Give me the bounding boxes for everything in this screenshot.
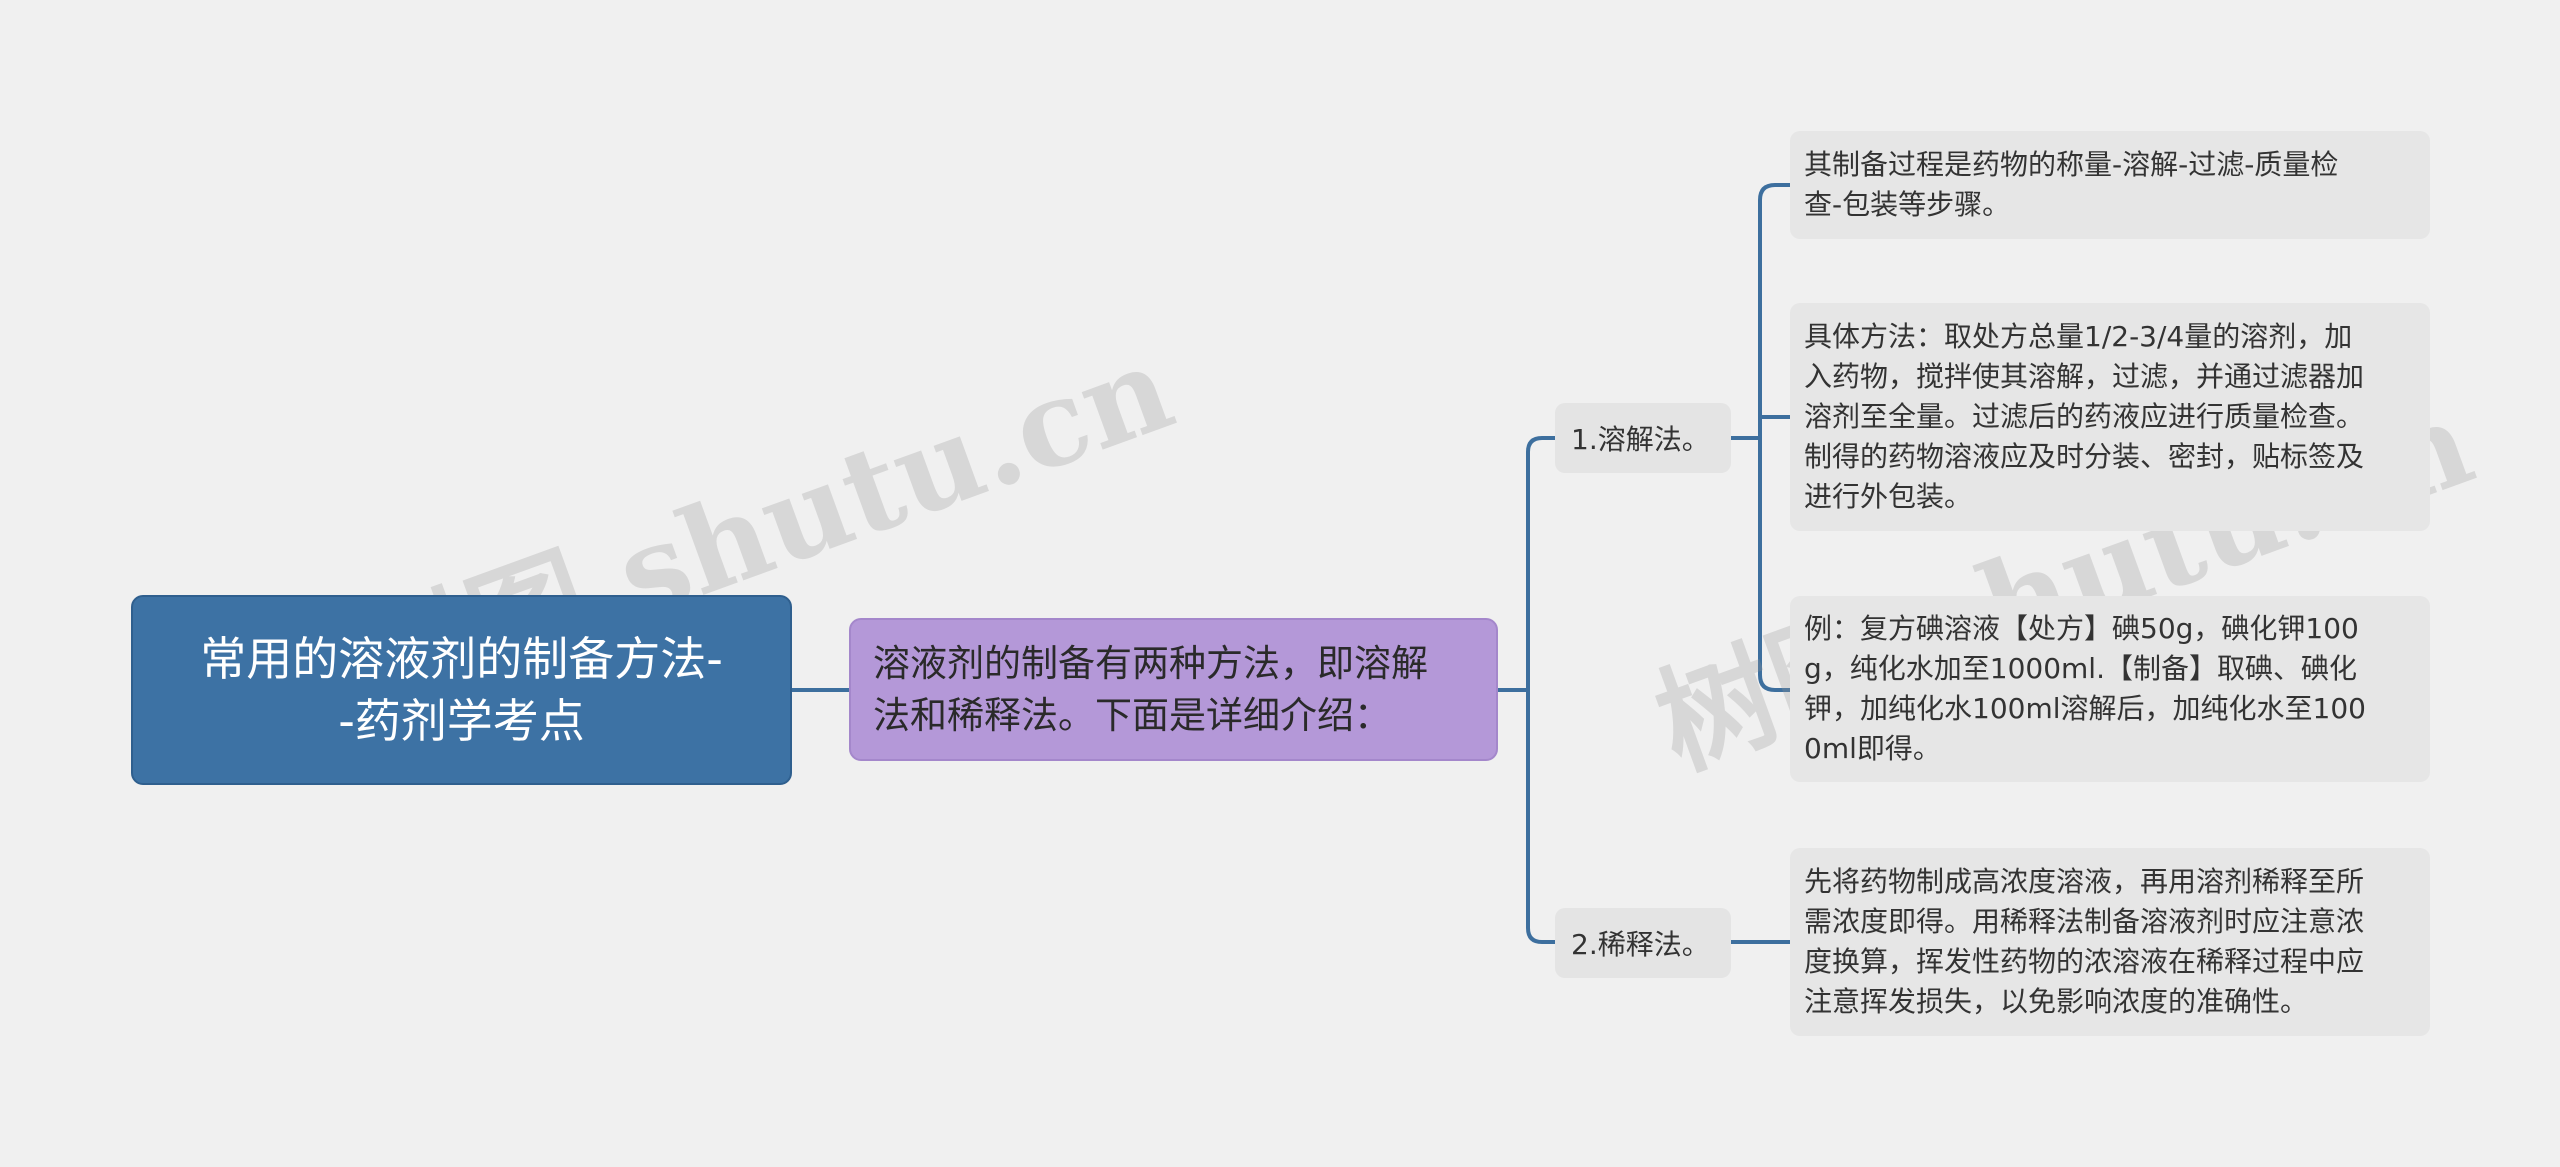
connector-branch1-leaves (1729, 183, 1792, 692)
intro-line: 法和稀释法。下面是详细介绍： (873, 693, 1391, 737)
leaf-line: 先将药物制成高浓度溶液，再用溶剂稀释至所 (1804, 865, 2365, 898)
leaf-line: 具体方法：取处方总量1/2-3/4量的溶剂，加 (1804, 320, 2353, 353)
leaf-node-example[interactable]: 例：复方碘溶液【处方】碘50g，碘化钾100 g，纯化水加至1000ml.【制备… (1790, 596, 2430, 782)
root-topic-line: -药剂学考点 (338, 694, 585, 748)
branch-label: 2.稀释法。 (1571, 928, 1710, 961)
intro-line: 溶液剂的制备有两种方法，即溶解 (873, 641, 1428, 685)
branch-node-dissolution[interactable]: 1.溶解法。 (1555, 403, 1731, 473)
leaf-line: g，纯化水加至1000ml.【制备】取碘、碘化 (1804, 652, 2357, 685)
leaf-node-process[interactable]: 其制备过程是药物的称量-溶解-过滤-质量检 查-包装等步骤。 (1790, 131, 2430, 239)
leaf-line: 其制备过程是药物的称量-溶解-过滤-质量检 (1804, 148, 2339, 181)
leaf-line: 钾，加纯化水100ml溶解后，加纯化水至100 (1804, 692, 2366, 725)
leaf-line: 需浓度即得。用稀释法制备溶液剂时应注意浓 (1804, 905, 2365, 938)
intro-node[interactable]: 溶液剂的制备有两种方法，即溶解 法和稀释法。下面是详细介绍： (849, 618, 1498, 761)
leaf-line: 进行外包装。 (1804, 480, 1973, 513)
branch-node-dilution[interactable]: 2.稀释法。 (1555, 908, 1731, 978)
leaf-line: 入药物，搅拌使其溶解，过滤，并通过滤器加 (1804, 360, 2365, 393)
leaf-node-method[interactable]: 具体方法：取处方总量1/2-3/4量的溶剂，加 入药物，搅拌使其溶解，过滤，并通… (1790, 303, 2430, 531)
leaf-line: 溶剂至全量。过滤后的药液应进行质量检查。 (1804, 400, 2365, 433)
leaf-line: 度换算，挥发性药物的浓溶液在稀释过程中应 (1804, 945, 2365, 978)
root-topic-line: 常用的溶液剂的制备方法- (200, 632, 723, 686)
leaf-line: 注意挥发损失，以免影响浓度的准确性。 (1804, 985, 2309, 1018)
leaf-line: 查-包装等步骤。 (1804, 188, 2011, 221)
leaf-line: 制得的药物溶液应及时分装、密封，贴标签及 (1804, 440, 2365, 473)
root-topic-node[interactable]: 常用的溶液剂的制备方法- -药剂学考点 (131, 595, 792, 785)
leaf-line: 例：复方碘溶液【处方】碘50g，碘化钾100 (1804, 612, 2359, 645)
leaf-line: 0ml即得。 (1804, 732, 1941, 765)
leaf-node-dilution-detail[interactable]: 先将药物制成高浓度溶液，再用溶剂稀释至所 需浓度即得。用稀释法制备溶液剂时应注意… (1790, 848, 2430, 1036)
connector-intro-branches (1496, 436, 1557, 944)
branch-label: 1.溶解法。 (1571, 423, 1710, 456)
